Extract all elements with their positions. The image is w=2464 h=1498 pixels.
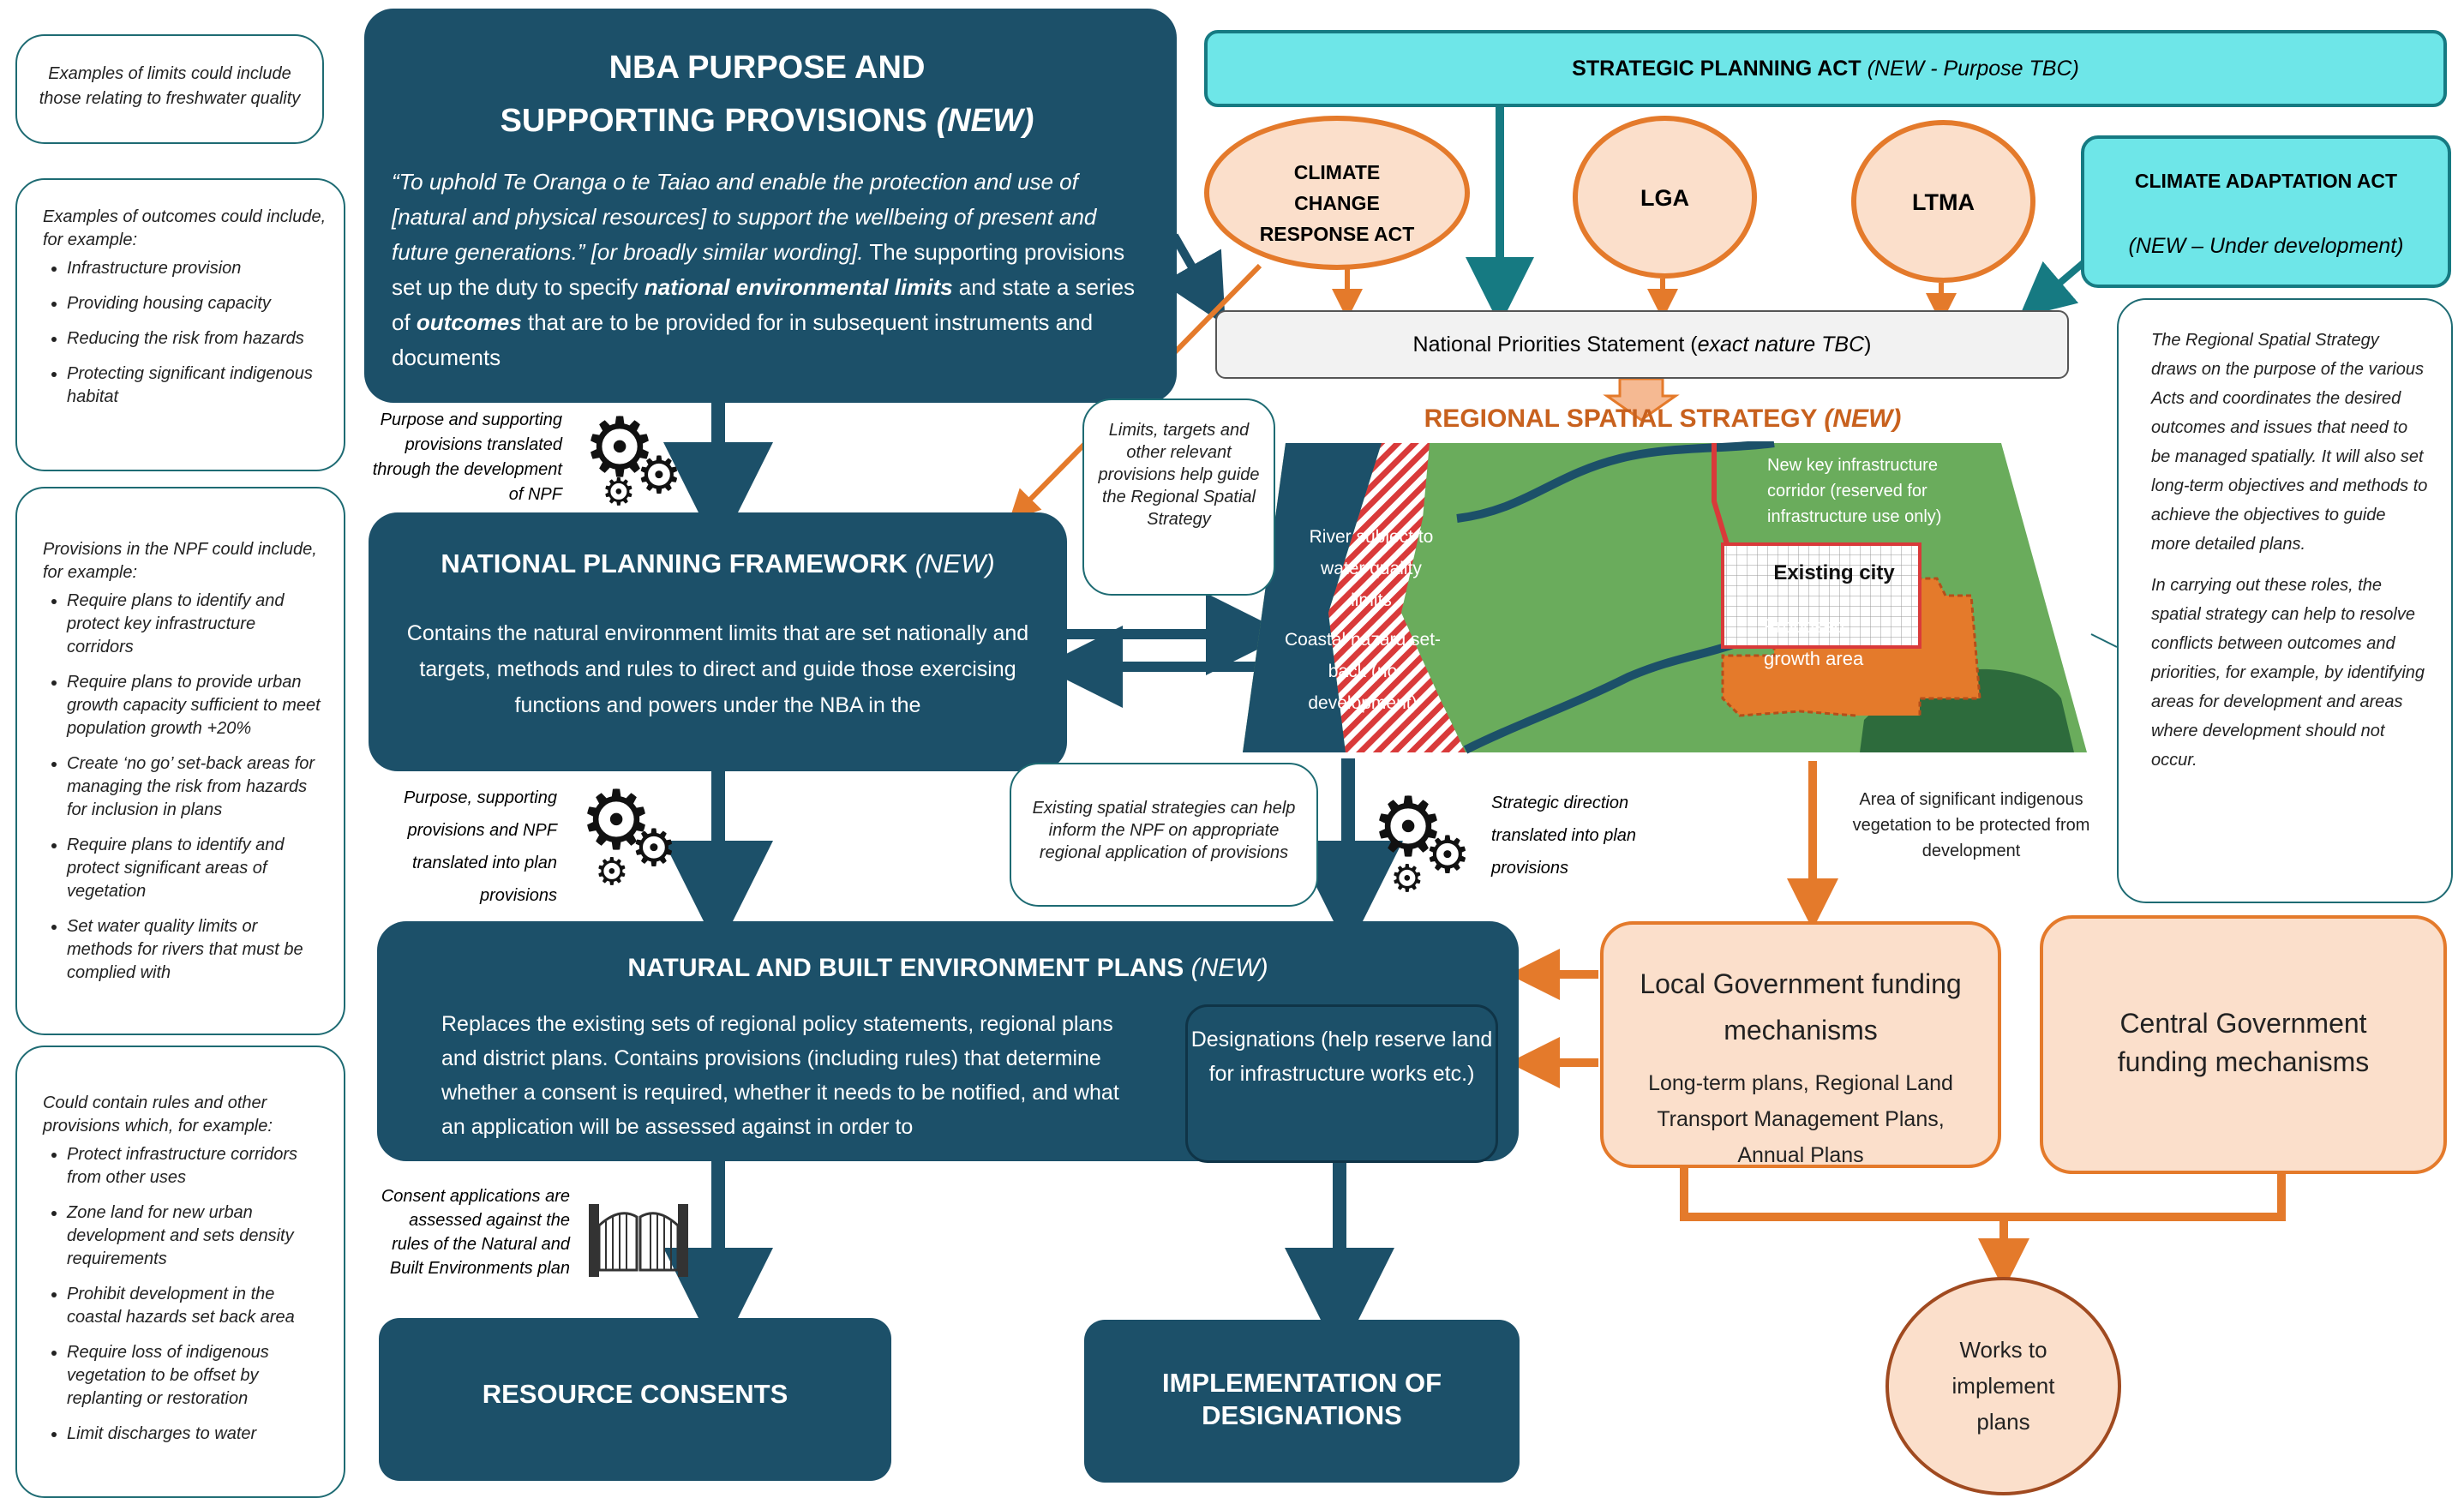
nba-body-bold2: outcomes [416, 309, 522, 335]
vegetation-note: Area of significant indigenous vegetatio… [1852, 790, 2090, 860]
npf-title-new: (NEW) [914, 548, 995, 578]
central-government-funding-box: Central Government funding mechanisms [2040, 915, 2447, 1174]
callout-plan-rules: Could contain rules and other provisions… [15, 1046, 345, 1498]
list-item: Require plans to identify and protect si… [67, 834, 327, 903]
outcomes-intro: Examples of outcomes could include, for … [43, 207, 327, 249]
works-to-implement-plans-circle: Works to implement plans [1885, 1277, 2121, 1495]
callout-rss-description: The Regional Spatial Strategy draws on t… [2117, 298, 2453, 903]
list-item: Require loss of indigenous vegetation to… [67, 1341, 327, 1411]
regional-spatial-strategy-map [1243, 441, 2087, 754]
national-priorities-statement-box: National Priorities Statement (exact nat… [1215, 310, 2069, 379]
nba-body-1: The supporting provisions set up the dut… [392, 239, 1125, 300]
local-gov-sub: Long-term plans, Regional Land Transport… [1648, 1071, 1953, 1167]
climate-change-response-act-circle: CLIMATE CHANGE RESPONSE ACT [1204, 116, 1470, 270]
spa-sub: (NEW - Purpose TBC) [1867, 57, 2079, 81]
ltma-circle: LTMA [1851, 120, 2035, 283]
nps-label: National Priorities Statement ( [1412, 333, 1698, 357]
spa-label: STRATEGIC PLANNING ACT [1572, 57, 1861, 81]
lga-circle: LGA [1573, 116, 1757, 279]
map-label-infrastructure-corridor: New key infrastructure corridor (reserve… [1767, 456, 1942, 526]
list-item: Infrastructure provision [67, 257, 327, 280]
note-strategic-direction: Strategic direction translated into plan… [1491, 794, 1637, 878]
list-item: Reducing the risk from hazards [67, 327, 327, 351]
nba-quote: “To uphold Te Oranga o te Taiao and enab… [392, 169, 1097, 265]
list-item: Prohibit development in the coastal haza… [67, 1283, 327, 1329]
nps-close: ) [1864, 333, 1872, 357]
nba-title-line1: NBA PURPOSE AND [609, 50, 926, 86]
rss-title: REGIONAL SPATIAL STRATEGY (NEW) [1354, 404, 1971, 434]
list-item: Protect infrastructure corridors from ot… [67, 1143, 327, 1189]
cca-label: CLIMATE ADAPTATION ACT [2134, 170, 2398, 192]
gear-icon: ⚙⚙⚙ [579, 775, 677, 894]
rss-desc-2: In carrying out these roles, the spatial… [2151, 576, 2425, 770]
local-government-funding-box: Local Government funding mechanisms Long… [1600, 921, 2001, 1168]
resource-consents-box: RESOURCE CONSENTS [379, 1318, 891, 1481]
nbep-title: NATURAL AND BUILT ENVIRONMENT PLANS [627, 954, 1184, 982]
callout-npf-provisions: Provisions in the NPF could include, for… [15, 487, 345, 1035]
nba-title-new: (NEW) [936, 103, 1034, 139]
nbep-body: Replaces the existing sets of regional p… [441, 1012, 1119, 1139]
outcomes-list: Infrastructure provision Providing housi… [43, 257, 327, 409]
nbep-title-new: (NEW) [1190, 954, 1268, 982]
npf-box: NATIONAL PLANNING FRAMEWORK (NEW) Contai… [369, 512, 1067, 771]
list-item: Create ‘no go’ set-back areas for managi… [67, 752, 327, 822]
plan-rules-intro: Could contain rules and other provisions… [43, 1094, 273, 1135]
nba-body-bold1: national environmental limits [644, 274, 953, 300]
nba-body-2: and state a series of [392, 274, 1136, 335]
nba-title-line2: SUPPORTING PROVISIONS [500, 103, 927, 139]
gate-icon [589, 1204, 688, 1277]
nba-purpose-box: NBA PURPOSE AND SUPPORTING PROVISIONS (N… [364, 9, 1177, 403]
map-label-growth-area: Proposed growth area [1764, 615, 1864, 669]
list-item: Protecting significant indigenous habita… [67, 363, 327, 409]
map-label-coastal-hazard: Coastal hazard set-back (no development) [1284, 630, 1442, 713]
map-label-river: River subject to water quality limits [1309, 527, 1434, 610]
list-item: Require plans to provide urban growth ca… [67, 671, 327, 740]
rss-title-text: REGIONAL SPATIAL STRATEGY [1424, 404, 1818, 433]
implementation-of-designations-box: IMPLEMENTATION OF DESIGNATIONS [1084, 1320, 1520, 1483]
npf-body: Contains the natural environment limits … [406, 621, 1029, 717]
gear-icon: ⚙⚙⚙ [583, 402, 682, 514]
designations-box: Designations (help reserve land for infr… [1185, 1004, 1498, 1163]
cca-sub: (NEW – Under development) [2128, 234, 2404, 258]
gear-icon: ⚙⚙⚙ [1371, 782, 1471, 901]
callout-outcomes-examples: Examples of outcomes could include, for … [15, 178, 345, 471]
list-item: Limit discharges to water [67, 1423, 327, 1446]
callout-limits-examples: Examples of limits could include those r… [15, 34, 324, 144]
list-item: Require plans to identify and protect ke… [67, 590, 327, 659]
rss-title-new: (NEW) [1824, 404, 1902, 433]
callout-existing-strategies: Existing spatial strategies can help inf… [1010, 763, 1318, 907]
list-item: Zone land for new urban development and … [67, 1201, 327, 1271]
climate-adaptation-act-box: CLIMATE ADAPTATION ACT (NEW – Under deve… [2081, 135, 2451, 288]
local-gov-title: Local Government funding mechanisms [1640, 968, 1962, 1046]
npf-title: NATIONAL PLANNING FRAMEWORK [441, 548, 908, 578]
note-purpose-to-npf: Purpose and supporting provisions transl… [372, 410, 562, 504]
strategic-planning-act-box: STRATEGIC PLANNING ACT (NEW - Purpose TB… [1204, 30, 2447, 107]
map-label-existing-city: Existing city [1773, 561, 1895, 584]
callout-limits-targets: Limits, targets and other relevant provi… [1082, 398, 1275, 596]
rss-desc-1: The Regional Spatial Strategy draws on t… [2151, 331, 2428, 554]
npf-provisions-list: Require plans to identify and protect ke… [43, 590, 327, 985]
plan-rules-list: Protect infrastructure corridors from ot… [43, 1143, 327, 1446]
nps-em: exact nature TBC [1697, 333, 1865, 357]
note-purpose-to-plan: Purpose, supporting provisions and NPF t… [403, 788, 557, 905]
note-consent-applications: Consent applications are assessed agains… [381, 1187, 570, 1278]
nba-body-3: that are to be provided for in subsequen… [392, 309, 1094, 370]
list-item: Providing housing capacity [67, 292, 327, 315]
npf-provisions-intro: Provisions in the NPF could include, for… [43, 540, 317, 582]
list-item: Set water quality limits or methods for … [67, 915, 327, 985]
